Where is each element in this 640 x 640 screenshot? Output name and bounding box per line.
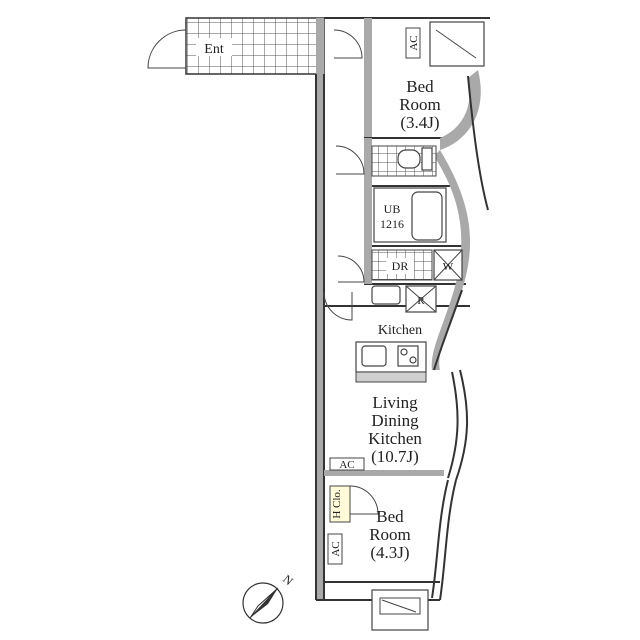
dressing-room: DR W xyxy=(337,249,463,283)
sink-fridge-area: R xyxy=(323,285,437,321)
closet xyxy=(329,485,351,523)
bedroom-bottom-name2: Room xyxy=(369,525,411,544)
kitchen-sink-icon xyxy=(361,345,387,367)
walls xyxy=(315,17,490,601)
compass-icon xyxy=(242,582,284,624)
entrance-area: Ent xyxy=(147,17,325,75)
bedroom-bottom: H Clo. Bed Room (4.3J) AC xyxy=(327,485,429,631)
bedroom-bottom-size: (4.3J) xyxy=(370,543,409,562)
living-dining-kitchen: Living Dining Kitchen (10.7J) AC xyxy=(329,393,422,471)
bedroom-top-size: (3.4J) xyxy=(400,113,439,132)
fridge-label: R xyxy=(417,295,425,307)
bedroom-top-name2: Room xyxy=(399,95,441,114)
ac-bottom-label: AC xyxy=(330,541,342,556)
entrance-label: Ent xyxy=(204,42,224,57)
entrance-door xyxy=(147,29,187,69)
ldk-line3: Kitchen xyxy=(368,429,422,448)
stove-icon xyxy=(397,345,419,367)
unit-bath: UB 1216 xyxy=(373,187,447,243)
dressing-label: DR xyxy=(392,259,409,273)
bedroom-top-name: Bed xyxy=(406,77,434,96)
ldk-line2: Dining xyxy=(371,411,419,430)
compass: N xyxy=(242,572,296,624)
compass-north-label: N xyxy=(280,572,296,589)
bath-size: 1216 xyxy=(380,217,404,231)
bathtub-icon xyxy=(411,191,443,241)
kitchen-label: Kitchen xyxy=(378,323,422,338)
curved-facade xyxy=(431,70,489,601)
ac-ldk-label: AC xyxy=(339,459,354,471)
bedroom-bottom-name: Bed xyxy=(376,507,404,526)
toilet-room xyxy=(335,145,437,177)
ldk-line1: Living xyxy=(372,393,418,412)
washer-label: W xyxy=(443,261,454,273)
ac-top-label: AC xyxy=(408,35,420,50)
kitchen: Kitchen xyxy=(355,323,427,383)
bedroom-top-door xyxy=(333,29,363,59)
washbasin-icon xyxy=(371,285,401,305)
ldk-size: (10.7J) xyxy=(371,447,419,466)
bedroom-top: AC Bed Room (3.4J) xyxy=(333,21,485,132)
bath-label: UB xyxy=(384,202,401,216)
toilet-icon xyxy=(397,149,421,169)
closet-label: H Clo. xyxy=(331,489,343,519)
